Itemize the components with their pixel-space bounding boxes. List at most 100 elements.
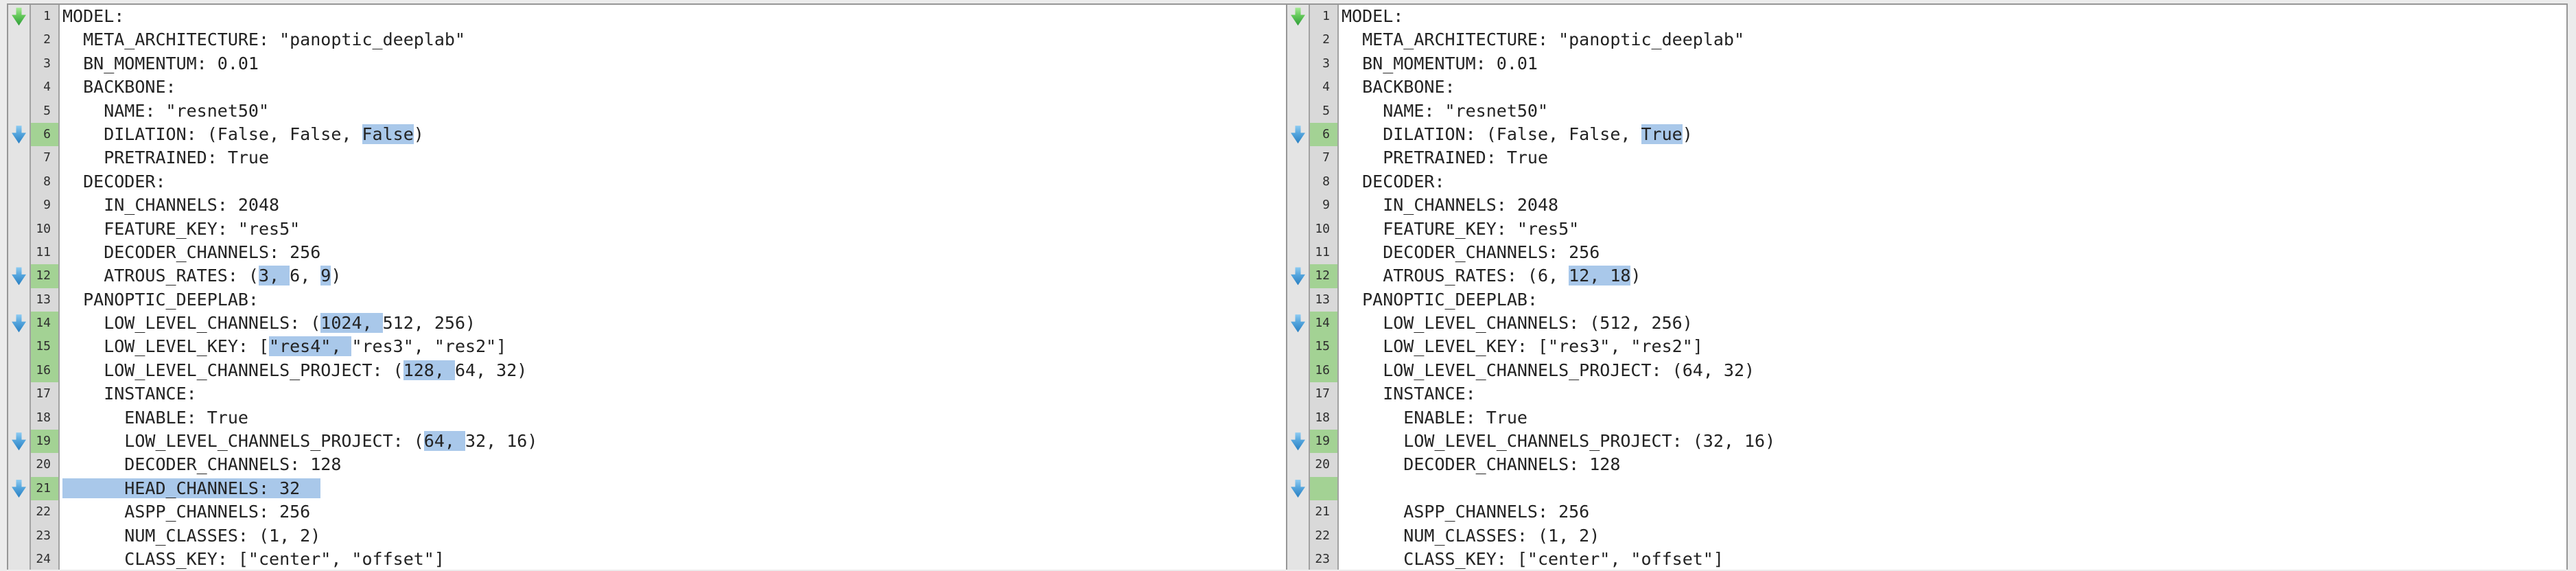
code-line: ASPP_CHANNELS: 256 [1342,502,1590,522]
line-number: 22 [36,504,51,520]
code-line: PANOPTIC_DEEPLAB: [1342,289,1538,310]
gutter-cell [1287,430,1309,453]
gutter-cell [1287,477,1309,500]
code-line: BACKBONE: [62,77,176,97]
code-line: INSTANCE: [1342,384,1476,404]
first-diff-arrow-icon[interactable] [12,8,26,26]
line-number: 18 [36,410,51,425]
gutter-cell [1287,453,1309,476]
code-line: CLASS_KEY: ["center", "offset"] [1342,548,1724,569]
code-line: MODEL: [1342,6,1404,26]
left-code-area[interactable]: MODEL: META_ARCHITECTURE: "panoptic_deep… [58,5,1286,570]
line-number: 8 [43,174,51,189]
line-number: 6 [31,122,58,147]
gutter-cell [8,524,30,548]
code-line: PRETRAINED: True [1342,148,1549,168]
gutter-cell [8,194,30,217]
right-code-area[interactable]: MODEL: META_ARCHITECTURE: "panoptic_deep… [1337,5,2566,570]
diff-arrow-icon[interactable] [12,267,26,286]
line-number: 10 [1315,221,1330,236]
gutter-cell [8,453,30,476]
diff-arrow-icon[interactable] [1291,126,1305,144]
code-line: DECODER_CHANNELS: 128 [62,454,342,475]
code-line: FEATURE_KEY: "res5" [1342,218,1580,239]
gutter-cell [1287,28,1309,51]
diff-arrow-icon[interactable] [1291,480,1305,498]
diff-highlight: 1024, [320,313,383,334]
gutter-cell [8,477,30,500]
code-line: DILATION: (False, False, True) [1342,124,1693,144]
code-line: LOW_LEVEL_CHANNELS: (512, 256) [1342,313,1693,334]
gutter-cell [8,500,30,524]
diff-arrow-icon[interactable] [1291,267,1305,286]
gutter-cell [1287,406,1309,430]
gutter-cell [8,548,30,571]
code-line: DECODER: [62,171,166,191]
diff-highlight: HEAD_CHANNELS: 32 [62,478,321,498]
line-number: 21 [31,476,58,501]
gutter-cell [8,241,30,264]
left-arrow-gutter [7,5,30,570]
line-number: 19 [1310,430,1337,454]
gutter-cell [8,52,30,75]
line-number: 14 [1310,312,1337,336]
code-line: LOW_LEVEL_CHANNELS_PROJECT: (32, 16) [1342,431,1776,452]
code-line: PANOPTIC_DEEPLAB: [62,289,259,310]
diff-arrow-icon[interactable] [1291,314,1305,333]
code-line: META_ARCHITECTURE: "panoptic_deeplab" [62,30,465,50]
code-line: FEATURE_KEY: "res5" [62,218,301,239]
gutter-cell [8,406,30,430]
code-line: DECODER_CHANNELS: 256 [62,242,321,262]
code-line: CLASS_KEY: ["center", "offset"] [62,548,445,569]
line-number: 17 [1315,386,1330,401]
line-number: 1 [1322,9,1330,23]
code-line: NAME: "resnet50" [62,100,270,121]
gutter-cell [8,359,30,382]
gutter-cell [1287,359,1309,382]
code-line: LOW_LEVEL_KEY: ["res4", "res3", "res2"] [62,336,507,357]
line-number: 9 [1322,198,1330,213]
diff-arrow-icon[interactable] [12,126,26,144]
gutter-cell [1287,312,1309,335]
diff-arrow-icon[interactable] [12,432,26,451]
code-line: BN_MOMENTUM: 0.01 [62,53,259,73]
gutter-cell [8,100,30,123]
gutter-cell [1287,524,1309,548]
gutter-cell [8,123,30,146]
diff-highlight: True [1641,124,1683,144]
line-number: 5 [1322,103,1330,118]
line-number: 6 [1310,122,1337,147]
gutter-cell [1287,218,1309,241]
code-line [1339,477,2566,500]
line-number: 3 [43,56,51,71]
code-line: IN_CHANNELS: 2048 [62,195,280,215]
gutter-cell [1287,548,1309,571]
line-number: 18 [1315,410,1330,425]
diff-arrow-icon[interactable] [1291,432,1305,451]
line-number: 13 [36,292,51,307]
diff-arrow-icon[interactable] [12,314,26,333]
line-number: 23 [1315,551,1330,566]
line-number: 14 [31,312,58,336]
code-line: LOW_LEVEL_KEY: ["res3", "res2"] [1342,336,1703,357]
line-number: 20 [36,457,51,472]
line-number: 17 [36,386,51,401]
line-number: 19 [31,430,58,454]
code-line: ENABLE: True [62,407,248,428]
gutter-cell [8,382,30,406]
gutter-cell [1287,75,1309,99]
code-line: PRETRAINED: True [62,148,270,168]
gutter-cell [1287,264,1309,288]
diff-highlight: "res4", [269,336,352,357]
line-number: 4 [1322,80,1330,95]
line-number: 7 [1322,150,1330,165]
line-number: 1 [43,9,51,23]
first-diff-arrow-icon[interactable] [1291,8,1305,26]
diff-arrow-icon[interactable] [12,480,26,498]
gutter-cell [1287,100,1309,123]
code-line: MODEL: [62,6,125,26]
code-line: ATROUS_RATES: (3, 6, 9) [62,266,342,286]
code-line: DILATION: (False, False, False) [62,124,424,144]
line-number: 13 [1315,292,1330,307]
